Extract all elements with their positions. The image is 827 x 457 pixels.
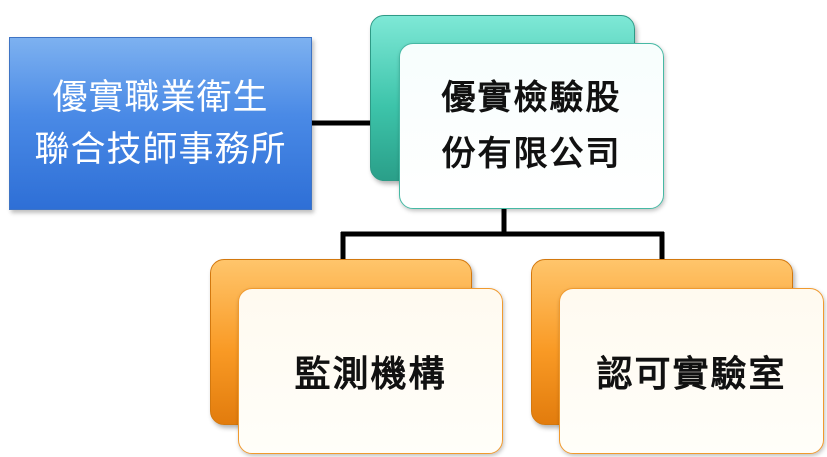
monitoring-node: 監測機構 xyxy=(238,288,503,454)
laboratory-label: 認可實驗室 xyxy=(596,354,787,395)
association-label-line1: 優實職業衛生 xyxy=(52,77,269,118)
company-label-line2: 份有限公司 xyxy=(441,134,622,174)
company-label-line1: 優實檢驗股 xyxy=(441,78,622,118)
company-node: 優實檢驗股 份有限公司 xyxy=(399,43,664,209)
association-label: 優實職業衛生 聯合技師事務所 xyxy=(34,72,286,176)
monitoring-label: 監測機構 xyxy=(294,354,447,395)
laboratory-node: 認可實驗室 xyxy=(559,288,824,454)
company-label: 優實檢驗股 份有限公司 xyxy=(442,70,622,182)
association-label-line2: 聯合技師事務所 xyxy=(34,129,287,170)
association-node: 優實職業衛生 聯合技師事務所 xyxy=(9,37,312,210)
